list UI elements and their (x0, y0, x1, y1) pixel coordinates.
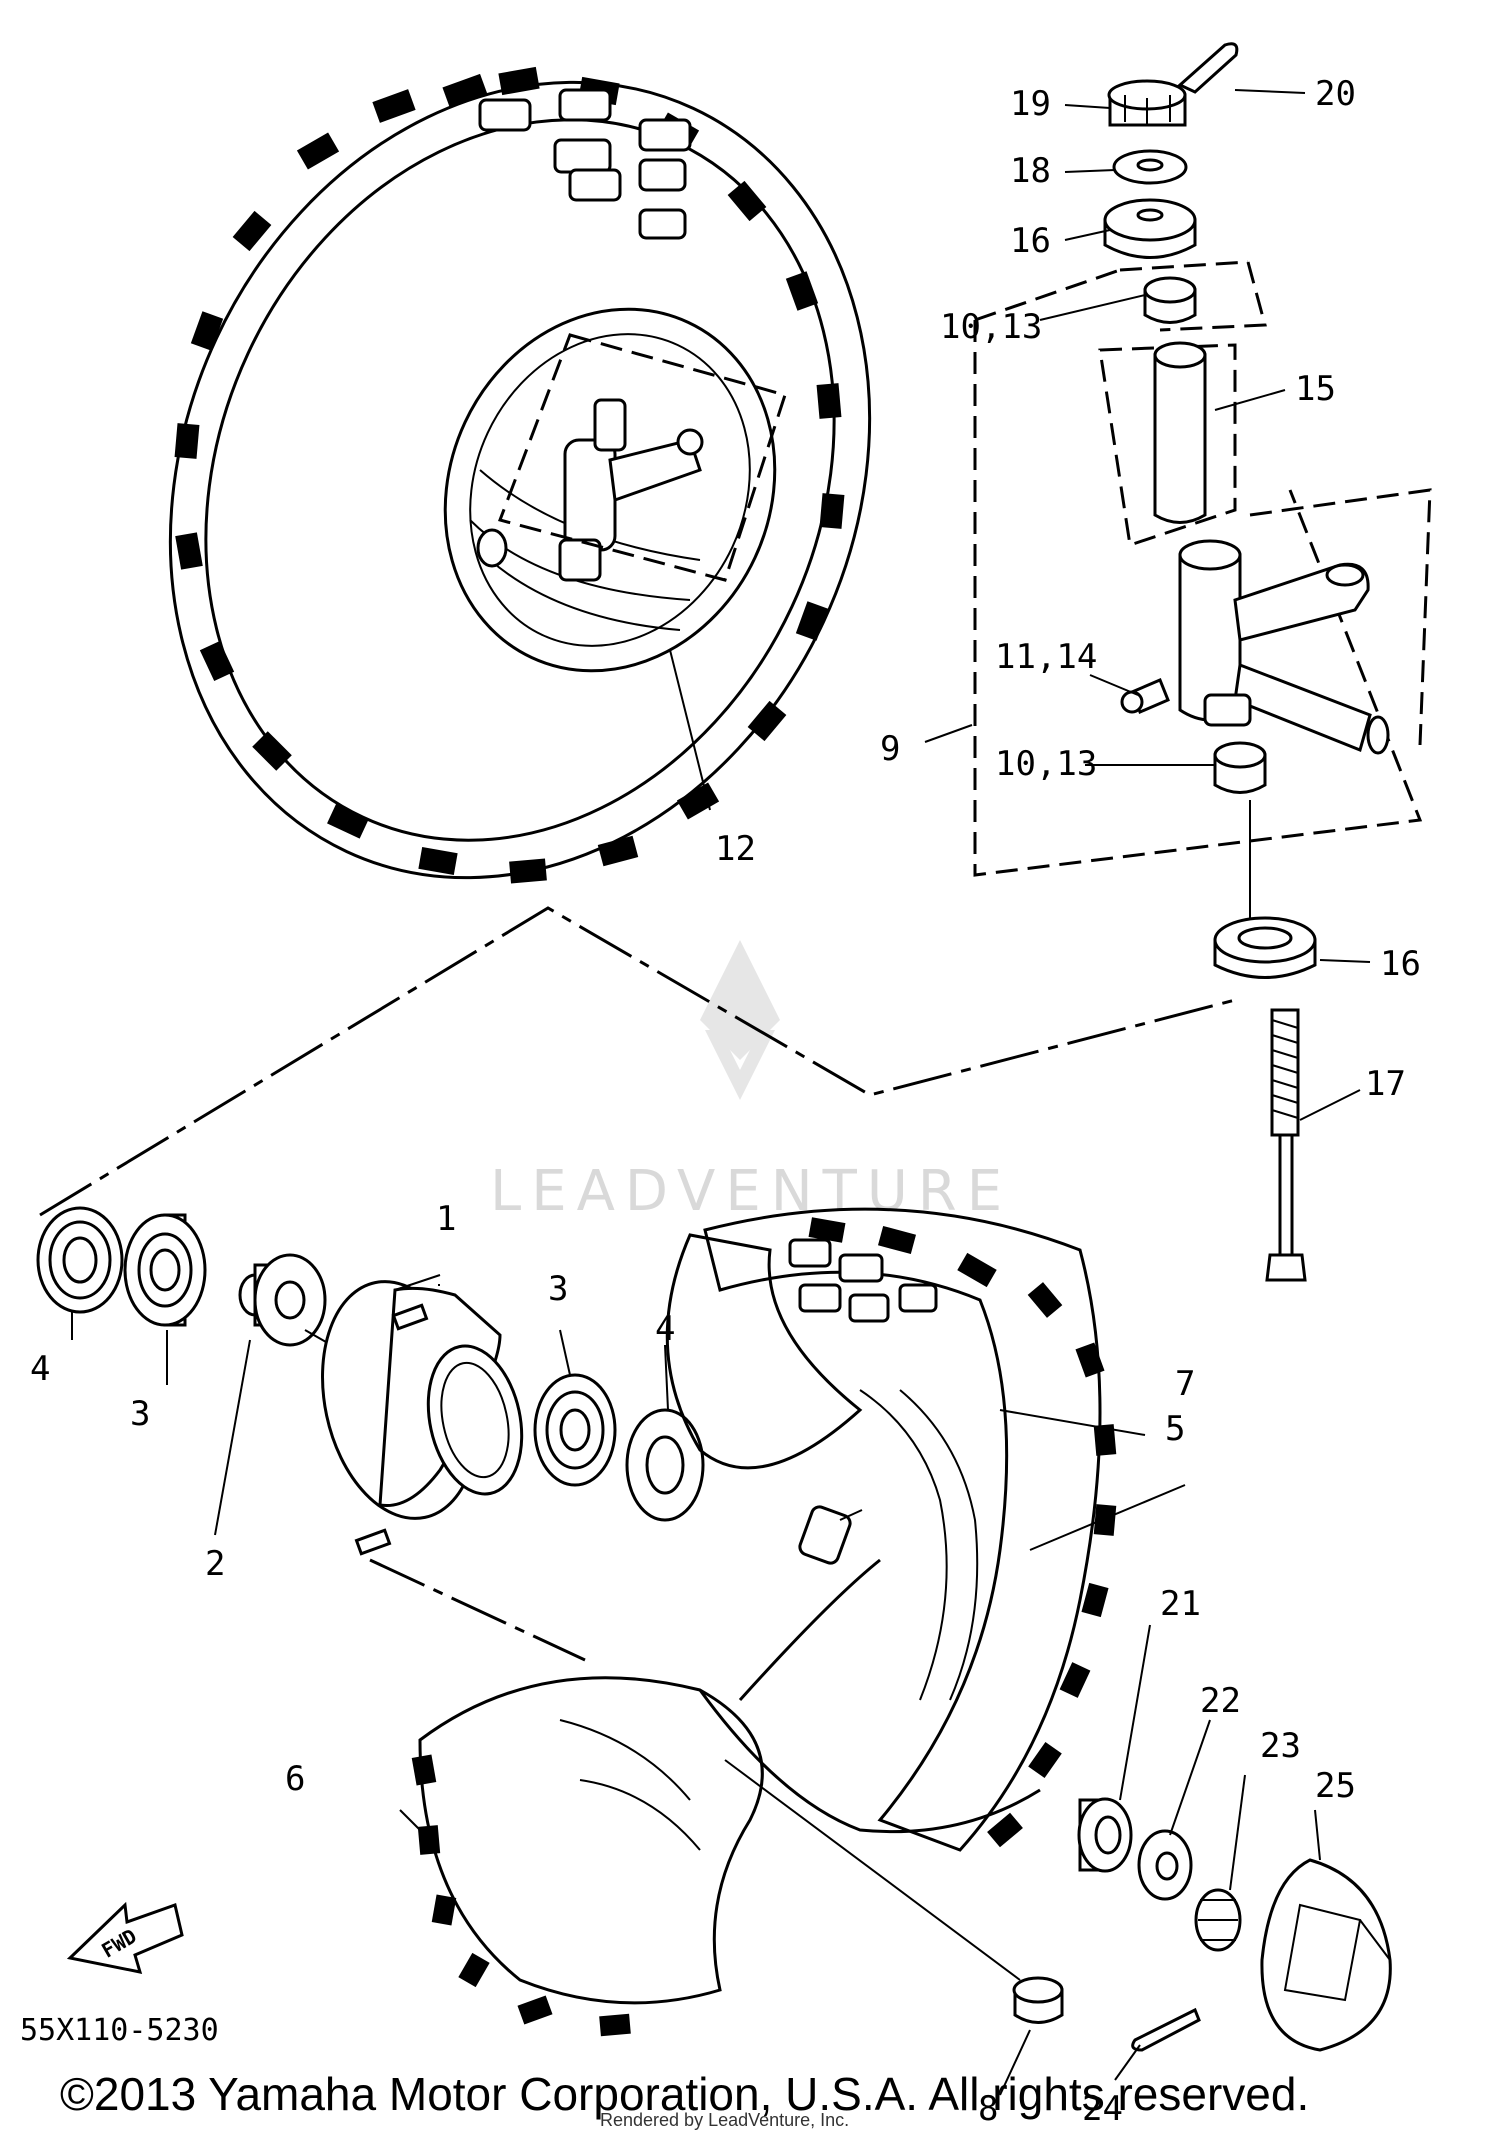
knuckle-9 (1178, 539, 1390, 755)
collar-21 (1077, 1797, 1133, 1873)
callout-16-bottom: 16 (1380, 944, 1421, 984)
callout-21: 21 (1160, 1584, 1201, 1624)
callout-24: 24 (1082, 2089, 1123, 2129)
copyright-notice: ©2013 Yamaha Motor Corporation, U.S.A. A… (60, 2068, 1309, 2120)
watermark-text: LEADVENTURE (490, 1159, 1012, 1224)
axle-end-parts (1077, 1797, 1392, 2052)
washer-18 (1112, 149, 1188, 185)
callout-19: 19 (1010, 84, 1051, 124)
hub-1 (321, 1280, 524, 1556)
knuckle-assembly (973, 42, 1432, 1282)
grease-nipple-11-14 (1120, 678, 1170, 714)
seal-16-bottom (1213, 916, 1317, 979)
bearing-3-left (123, 1213, 207, 1327)
callout-4-left: 4 (30, 1349, 50, 1389)
callout-6: 6 (285, 1759, 305, 1799)
callout-11-14: 11,14 (995, 637, 1097, 677)
watermark: LEADVENTURE (490, 940, 1012, 1224)
callout-16-top: 16 (1010, 221, 1051, 261)
tube-15 (1153, 341, 1207, 524)
bushing-10-13-top (1143, 276, 1197, 324)
callout-15: 15 (1295, 369, 1336, 409)
callout-20: 20 (1315, 74, 1356, 114)
callout-18: 18 (1010, 151, 1051, 191)
seal-16-top (1103, 198, 1197, 259)
fwd-arrow: FWD (66, 1901, 184, 1974)
castle-nut-19 (1107, 79, 1187, 127)
castle-nut-23 (1194, 1888, 1242, 1952)
callout-3-left: 3 (130, 1394, 150, 1434)
callout-2: 2 (205, 1544, 225, 1584)
callout-8: 8 (978, 2089, 998, 2129)
upper-wheel-assembly (168, 66, 872, 884)
callout-10-13-top: 10,13 (940, 307, 1042, 347)
callout-23: 23 (1260, 1726, 1301, 1766)
spacer-2 (238, 1253, 327, 1347)
callout-17: 17 (1365, 1064, 1406, 1104)
callout-3-right: 3 (548, 1269, 568, 1309)
cotter-pin-24 (1131, 2007, 1201, 2052)
rendered-by: Rendered by LeadVenture, Inc. (600, 2110, 849, 2130)
lower-hub-assembly (36, 1206, 705, 1662)
bushing-10-13-bottom (1213, 741, 1267, 794)
callout-1: 1 (436, 1199, 456, 1239)
callout-12: 12 (715, 829, 756, 869)
cotter-pin-20 (1177, 42, 1239, 94)
hub-cap-25 (1260, 1858, 1392, 2052)
callout-4-right: 4 (655, 1309, 675, 1349)
nut-8 (1012, 1976, 1064, 2024)
seal-4-right (625, 1408, 705, 1522)
callout-7: 7 (1175, 1364, 1195, 1404)
lower-tire-assembly (411, 1207, 1117, 2037)
callout-5: 5 (1165, 1409, 1185, 1449)
callout-10-13-bottom: 10,13 (995, 744, 1097, 784)
seal-4-left (36, 1206, 124, 1314)
callout-25: 25 (1315, 1766, 1356, 1806)
bolt-17 (1265, 1008, 1307, 1282)
bearing-3-right (533, 1373, 617, 1487)
leader-lines (71, 89, 1371, 2096)
callout-22: 22 (1200, 1681, 1241, 1721)
callout-labels: 20 19 18 16 10,13 15 11,14 9 10,13 12 16… (30, 74, 1421, 2129)
callout-9: 9 (880, 729, 900, 769)
diagram-code: 55X110-5230 (20, 2013, 219, 2048)
washer-22 (1137, 1829, 1193, 1901)
valve-7 (798, 1505, 863, 1565)
